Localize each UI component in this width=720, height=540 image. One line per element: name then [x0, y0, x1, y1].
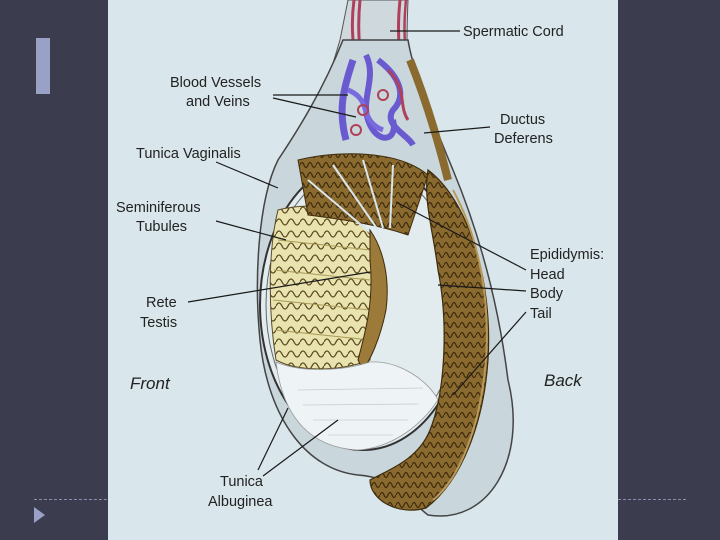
label-epididymis-body: Body	[530, 286, 564, 302]
leader-lines	[187, 30, 527, 477]
label-albuginea-2: Albuginea	[208, 494, 273, 510]
label-epididymis-head: Head	[530, 267, 565, 283]
slide-accent-bar	[36, 38, 50, 94]
testis-diagram: Spermatic Cord Blood Vessels and Veins D…	[108, 0, 618, 540]
label-ductus-1: Ductus	[500, 112, 545, 128]
label-spermatic-cord: Spermatic Cord	[463, 24, 564, 40]
label-tunica-vaginalis: Tunica Vaginalis	[136, 146, 241, 162]
blood-vessels	[338, 53, 416, 147]
epididymis	[369, 168, 490, 511]
diagram-svg: Spermatic Cord Blood Vessels and Veins D…	[116, 0, 604, 517]
rete-testis	[357, 228, 388, 371]
label-blood-vessels-1: Blood Vessels	[170, 75, 261, 91]
tunica-albuginea-region	[275, 361, 439, 451]
label-rete-1: Rete	[146, 295, 177, 311]
label-rete-2: Testis	[140, 315, 177, 331]
label-back: Back	[544, 371, 583, 390]
label-blood-vessels-2: and Veins	[186, 94, 250, 110]
ductus-deferens	[406, 58, 452, 181]
label-seminiferous-2: Tubules	[136, 219, 187, 235]
label-ductus-2: Deferens	[494, 131, 553, 147]
label-epididymis: Epididymis:	[530, 247, 604, 263]
label-albuginea-1: Tunica	[220, 474, 264, 490]
label-epididymis-tail: Tail	[530, 306, 552, 322]
seminiferous-tubules	[269, 153, 429, 370]
label-seminiferous-1: Seminiferous	[116, 200, 201, 216]
label-front: Front	[130, 374, 171, 393]
bullet-arrow-icon	[34, 507, 45, 523]
